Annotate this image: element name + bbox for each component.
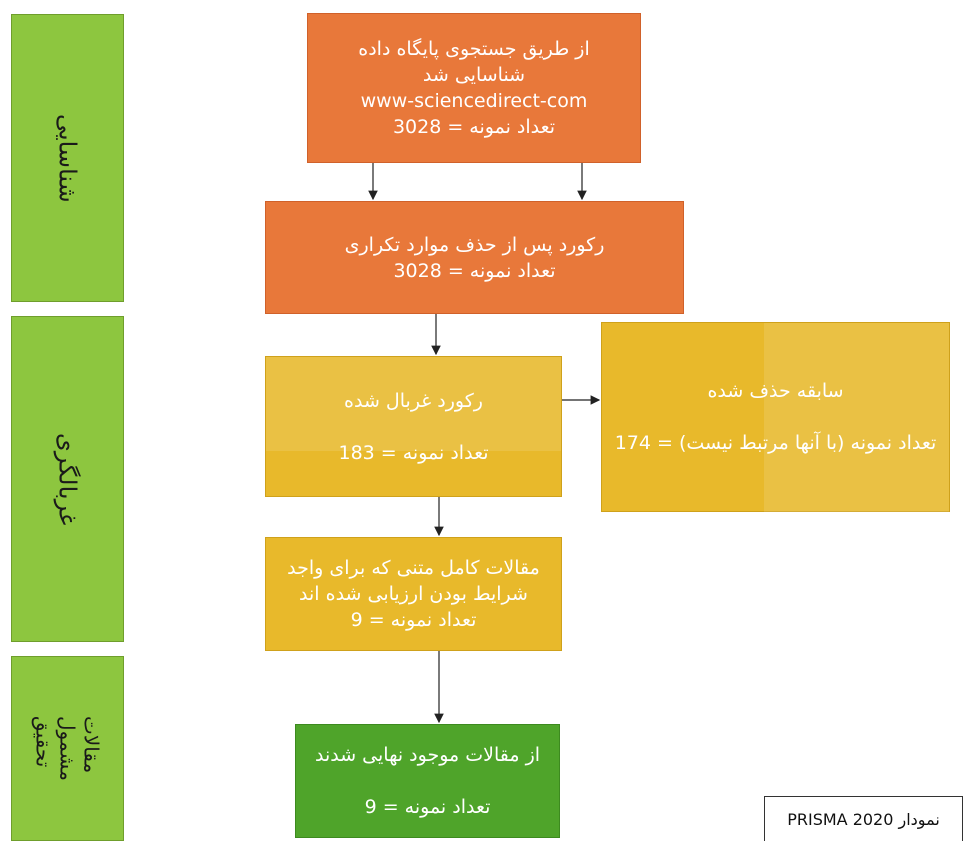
eligible-line1: مقالات کامل متنی که برای واجد	[287, 557, 540, 579]
stage-screening: غربالگری	[11, 316, 124, 642]
stage-identification-label: شناسایی	[53, 113, 82, 203]
final-count: تعداد نمونه = 9	[364, 796, 491, 818]
excluded-line1: سابقه حذف شده	[707, 380, 844, 402]
eligible-count: تعداد نمونه = 9	[350, 609, 477, 631]
box-excluded: سابقه حذف شده تعداد نمونه (با آنها مرتبط…	[601, 322, 950, 513]
box-database-search: از طریق جستجوی پایگاه داده شناسایی شد ww…	[307, 13, 641, 163]
stage-included-label: مقالات مشمول تحقیق	[31, 716, 104, 781]
source-count: تعداد نمونه = 3028	[392, 116, 556, 138]
diagram-caption: نمودار PRISMA 2020	[764, 796, 963, 841]
eligible-line2: شرایط بودن ارزیابی شده اند	[299, 583, 528, 605]
final-line1: از مقالات موجود نهایی شدند	[314, 744, 541, 766]
screened-line1: رکورد غربال شده	[344, 389, 483, 412]
box-final-included: از مقالات موجود نهایی شدند تعداد نمونه =…	[295, 724, 560, 838]
stage-screening-label: غربالگری	[53, 432, 82, 526]
box-eligibility: مقالات کامل متنی که برای واجد شرایط بودن…	[265, 537, 562, 651]
caption-text: نمودار PRISMA 2020	[787, 809, 940, 829]
source-line2: شناسایی شد	[422, 64, 526, 86]
dedup-count: تعداد نمونه = 3028	[393, 259, 556, 282]
source-line1: از طریق جستجوی پایگاه داده	[358, 38, 590, 60]
stage-identification: شناسایی	[11, 14, 124, 302]
dedup-line1: رکورد پس از حذف موارد تکراری	[344, 233, 605, 256]
stage-included: مقالات مشمول تحقیق	[11, 656, 124, 841]
box-deduplicated: رکورد پس از حذف موارد تکراری تعداد نمونه…	[265, 201, 684, 314]
screened-count: تعداد نمونه = 183	[338, 441, 489, 464]
box-screened: رکورد غربال شده تعداد نمونه = 183	[265, 356, 562, 497]
source-url: www-sciencedirect-com	[360, 90, 588, 112]
excluded-count: تعداد نمونه (با آنها مرتبط نیست) = 174	[614, 432, 937, 454]
